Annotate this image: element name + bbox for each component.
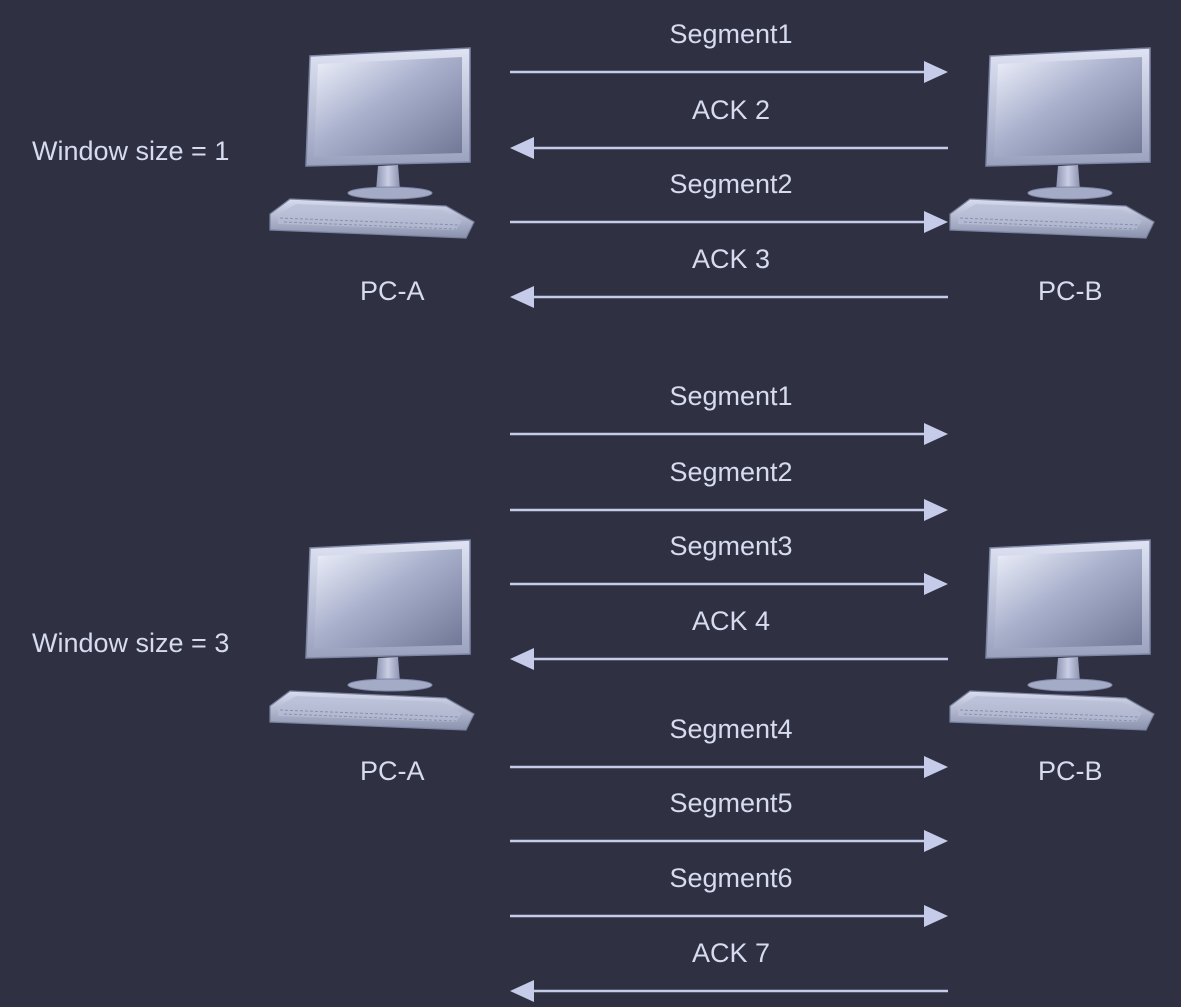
segment-arrow	[510, 573, 948, 595]
ack-label: ACK 4	[691, 606, 771, 636]
pc-b-computer-icon	[949, 47, 1155, 239]
segment-label: Segment2	[669, 457, 793, 487]
ack-label: ACK 2	[691, 95, 771, 125]
ack-label: ACK 3	[691, 244, 771, 274]
ack-arrow	[510, 286, 948, 308]
window-size-label: Window size = 3	[32, 628, 230, 658]
segment-arrow	[510, 61, 948, 83]
segment-arrow	[510, 905, 948, 927]
sender-label: PC-A	[360, 756, 425, 786]
segment-arrow	[510, 830, 948, 852]
segment-arrow	[510, 211, 948, 233]
ack-arrow	[510, 648, 948, 670]
segment-label: Segment1	[669, 19, 793, 49]
segment-label: Segment5	[669, 788, 793, 818]
segment-arrow	[510, 423, 948, 445]
sender-label: PC-A	[360, 276, 425, 306]
receiver-label: PC-B	[1038, 756, 1103, 786]
window-size-label: Window size = 1	[32, 136, 230, 166]
segment-arrow	[510, 756, 948, 778]
segment-label: Segment2	[669, 169, 793, 199]
ack-arrow	[510, 980, 948, 1002]
pc-a-computer-icon	[269, 539, 475, 731]
ack-label: ACK 7	[691, 938, 771, 968]
segment-arrow	[510, 499, 948, 521]
segment-label: Segment4	[669, 714, 793, 744]
pc-a-computer-icon	[269, 47, 475, 239]
receiver-label: PC-B	[1038, 276, 1103, 306]
ack-arrow	[510, 137, 948, 159]
pc-b-computer-icon	[949, 539, 1155, 731]
segment-label: Segment1	[669, 381, 793, 411]
segment-label: Segment6	[669, 863, 793, 893]
segment-label: Segment3	[669, 531, 793, 561]
